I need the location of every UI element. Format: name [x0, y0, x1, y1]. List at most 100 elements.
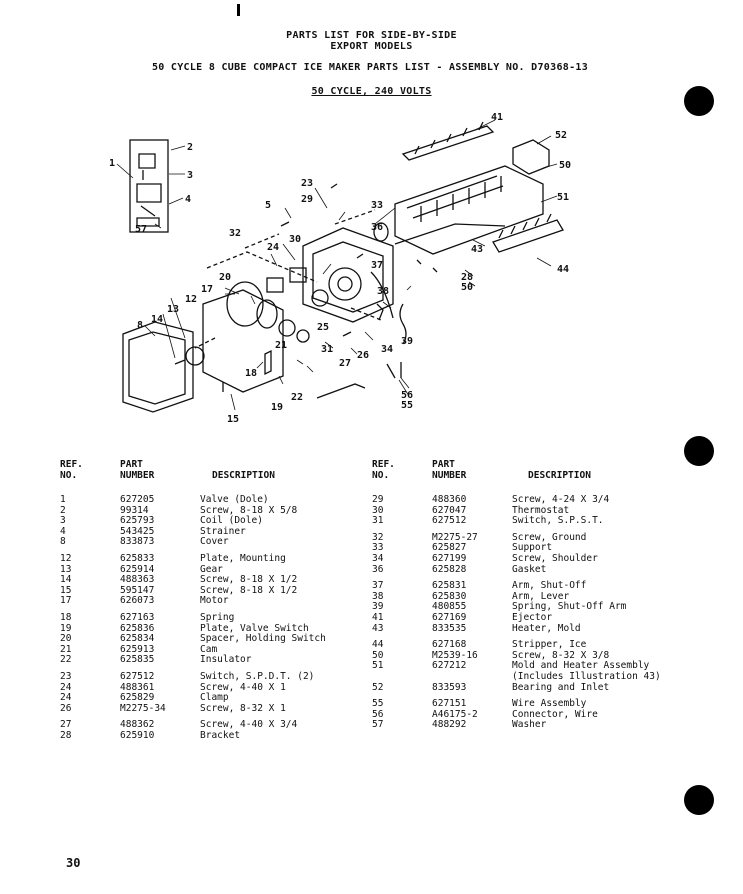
callout-50-lower: 50: [461, 282, 473, 293]
part-cell: 627169: [432, 611, 467, 623]
ref-cell: 28: [60, 729, 72, 741]
desc-cell: Washer: [512, 719, 547, 731]
part-cell: 625833: [120, 552, 155, 564]
part-cell: 627512: [120, 670, 155, 682]
callout-17: 17: [201, 284, 213, 295]
desc-cell: Gear: [200, 563, 223, 575]
desc-cell: Spring: [200, 611, 235, 623]
heater-drawing: [394, 223, 506, 245]
scan-mark: [237, 4, 240, 16]
exploded-parts-diagram: 1 2 3 4 57 5 8 12 13 14 15 17 18 19 20 2…: [109, 112, 571, 425]
desc-cell: Screw, 8-18 X 1/2: [200, 574, 298, 586]
desc-cell: Screw, 8-32 X 3/8: [512, 649, 610, 661]
ref-cell: 41: [372, 611, 384, 623]
part-cell: 625827: [432, 542, 467, 554]
desc-cell: Plate, Mounting: [200, 552, 286, 564]
ref-cell: 31: [372, 515, 384, 527]
callout-31: 31: [321, 344, 333, 355]
voltage-title: 50 CYCLE, 240 VOLTS: [311, 86, 432, 97]
ref-cell: 24: [60, 681, 72, 693]
desc-cell: Connector, Wire: [512, 708, 598, 720]
callout-38: 38: [377, 286, 389, 297]
desc-cell: Screw, Shoulder: [512, 552, 598, 564]
desc-cell: Screw, 8-18 X 5/8: [200, 504, 298, 516]
part-cell: 543425: [120, 525, 155, 537]
desc-cell: Coil (Dole): [200, 515, 263, 527]
left-ref-header: REF. NO.: [60, 459, 83, 481]
callout-44: 44: [557, 264, 569, 275]
motor-drawing: [226, 281, 264, 327]
desc-cell: Mold and Heater Assembly: [512, 660, 650, 672]
callout-57: 57: [135, 224, 147, 235]
desc-cell: Plate, Valve Switch: [200, 622, 309, 634]
callout-52: 52: [555, 130, 567, 141]
part-cell: M2275-27: [432, 531, 478, 543]
part-cell: 627199: [432, 552, 467, 564]
ref-cell: 27: [60, 719, 72, 731]
ref-cell: 44: [372, 639, 384, 651]
ref-cell: 38: [372, 590, 384, 602]
callout-8: 8: [137, 320, 143, 331]
part-cell: 595147: [120, 584, 155, 596]
desc-cell: Arm, Shut-Off: [512, 580, 587, 592]
left-part-header: PART NUMBER: [120, 459, 155, 481]
binder-hole-bottom: [684, 785, 714, 815]
bearing-inlet-drawing: [512, 139, 550, 175]
callout-23: 23: [301, 178, 313, 189]
callout-5: 5: [265, 200, 271, 211]
part-cell: 99314: [120, 504, 149, 516]
callout-39: 39: [401, 336, 413, 347]
callout-27: 27: [339, 358, 351, 369]
part-cell: 488360: [432, 494, 467, 505]
desc-cell: Insulator: [200, 654, 252, 666]
desc-cell: Screw, Ground: [512, 531, 587, 543]
part-cell: 625834: [120, 633, 155, 645]
ref-cell: 20: [60, 633, 72, 645]
desc-cell: Support: [512, 542, 553, 554]
callout-24: 24: [267, 242, 279, 253]
part-cell: 625828: [432, 563, 467, 575]
ref-cell: 30: [372, 504, 384, 516]
support-housing-drawing: [302, 227, 394, 323]
ref-cell: 50: [372, 649, 384, 661]
callout-25: 25: [317, 322, 329, 333]
desc-cell: Thermostat: [512, 504, 570, 516]
callout-2: 2: [187, 142, 193, 153]
table-row: (Includes Illustration 43): [372, 671, 672, 682]
callout-26: 26: [357, 350, 369, 361]
part-cell: M2275-34: [120, 702, 166, 714]
ref-cell: 15: [60, 584, 72, 596]
ref-cell: 29: [372, 494, 384, 505]
ref-cell: 52: [372, 681, 384, 693]
part-cell: 625831: [432, 580, 467, 592]
callout-28: 28: [461, 272, 473, 283]
ref-cell: 51: [372, 660, 384, 672]
part-cell: A46175-2: [432, 708, 478, 720]
desc-cell: Clamp: [200, 692, 229, 704]
ref-cell: 34: [372, 552, 384, 564]
callout-56: 56: [401, 390, 413, 401]
ref-cell: 24: [60, 692, 72, 704]
part-cell: 488361: [120, 681, 155, 693]
